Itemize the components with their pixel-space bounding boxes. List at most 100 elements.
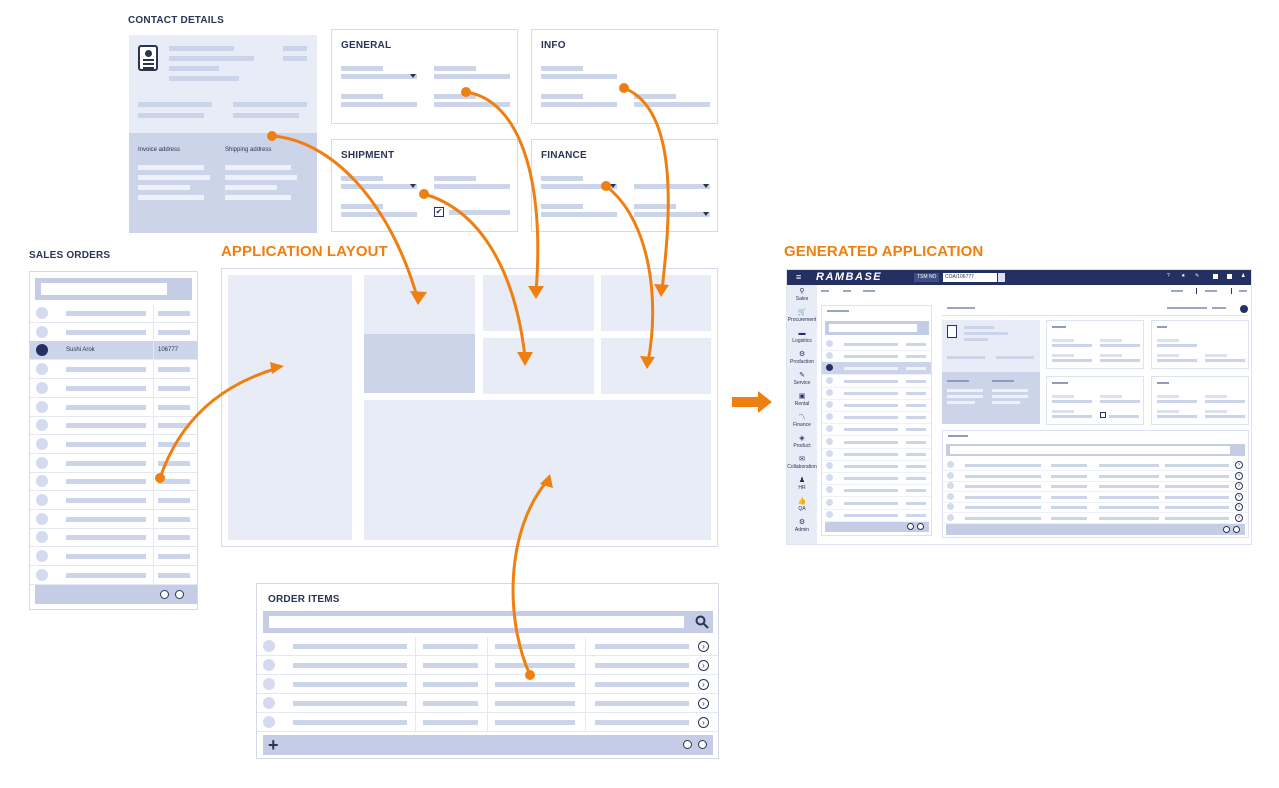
app-list-row[interactable] [822, 375, 931, 388]
app-list-row[interactable] [822, 423, 931, 437]
sidebar-item-collaboration[interactable]: ✉Collaboration [787, 456, 817, 470]
sales-order-row[interactable] [30, 565, 197, 585]
generated-application-title: GENERATED APPLICATION [784, 243, 984, 260]
app-list-row[interactable] [822, 484, 931, 498]
app-order-item-row[interactable]: › [943, 481, 1248, 492]
sidebar-item-product[interactable]: ◈Product [787, 435, 817, 449]
contact-details-card: Invoice address Shipping address [129, 35, 317, 233]
sales-order-row[interactable] [30, 397, 197, 417]
order-item-row[interactable]: › [257, 675, 718, 694]
sidebar-item-label: Logistics [792, 338, 812, 344]
sales-orders-search-input[interactable] [41, 283, 167, 295]
arrow-right-icon [732, 391, 772, 413]
search-icon[interactable] [695, 615, 709, 629]
app-list-row[interactable] [822, 387, 931, 400]
sidebar-item-label: Rental [794, 401, 810, 407]
sales-order-row[interactable] [30, 472, 197, 492]
sidebar-item-rental[interactable]: ▣Rental [787, 393, 817, 407]
sidebar-service-icon: ✎ [799, 372, 805, 379]
info-card: INFO [531, 29, 718, 124]
sidebar-item-qa[interactable]: 👍QA [787, 498, 817, 512]
app-order-item-row[interactable]: › [943, 471, 1248, 482]
sales-order-row[interactable] [30, 322, 197, 342]
app-list-row[interactable] [822, 472, 931, 486]
prev-page-button[interactable] [683, 740, 692, 749]
sidebar-item-sales[interactable]: ⚲Sales [787, 288, 817, 302]
order-items-title: ORDER ITEMS [268, 594, 340, 605]
order-item-row[interactable]: › [257, 656, 718, 675]
order-item-row[interactable]: › [257, 694, 718, 713]
sidebar-product-icon: ◈ [799, 435, 805, 442]
sales-order-row[interactable] [30, 528, 197, 548]
contact-card-icon [138, 45, 158, 71]
menu-icon[interactable]: ≡ [796, 272, 802, 282]
app-list-row[interactable] [822, 362, 931, 376]
sales-orders-title: SALES ORDERS [29, 250, 111, 261]
shipment-title: SHIPMENT [341, 150, 395, 161]
sales-order-row[interactable] [30, 378, 197, 398]
app-list-row[interactable] [822, 497, 931, 510]
finance-title: FINANCE [541, 150, 587, 161]
sidebar-item-service[interactable]: ✎Service [787, 372, 817, 386]
prev-page-button[interactable] [160, 590, 169, 599]
sidebar-item-label: QA [798, 506, 806, 512]
app-order-item-row[interactable]: › [943, 502, 1248, 513]
sales-order-row[interactable] [30, 304, 197, 323]
sales-order-row[interactable] [30, 416, 197, 436]
sidebar-sales-icon: ⚲ [799, 288, 805, 295]
checkbox-icon: ✔ [434, 207, 444, 217]
order-items-card: ORDER ITEMS + › › › › › [256, 583, 719, 759]
app-order-item-row[interactable]: › [943, 460, 1248, 471]
sales-order-row[interactable] [30, 509, 197, 529]
next-page-button[interactable] [698, 740, 707, 749]
sidebar-item-production[interactable]: ⚙Production [787, 351, 817, 365]
application-layout-title: APPLICATION LAYOUT [221, 243, 388, 260]
app-list-row[interactable] [822, 509, 931, 522]
app-order-item-row[interactable]: › [943, 513, 1248, 524]
global-search-input[interactable]: COA/106777 [943, 273, 997, 282]
sidebar-item-procurement[interactable]: 🛒Procurement [787, 309, 817, 323]
sales-order-row[interactable] [30, 547, 197, 567]
sales-order-row[interactable] [30, 491, 197, 510]
chevron-right-icon[interactable]: › [698, 717, 709, 728]
sidebar-item-logistics[interactable]: ▬Logistics [787, 330, 817, 344]
order-item-row[interactable]: › [257, 637, 718, 656]
sidebar-item-admin[interactable]: ⚙Admin [787, 519, 817, 533]
app-list-row[interactable] [822, 399, 931, 412]
invoice-address-label: Invoice address [138, 147, 181, 153]
sidebar-qa-icon: 👍 [797, 498, 807, 505]
sidebar-item-label: Finance [793, 422, 811, 428]
sidebar-item-hr[interactable]: ♟HR [787, 477, 817, 491]
sales-order-row[interactable] [30, 453, 197, 473]
add-icon[interactable]: + [268, 735, 279, 755]
app-list-row[interactable] [822, 338, 931, 351]
sidebar-hr-icon: ♟ [798, 477, 806, 484]
sales-order-row[interactable] [30, 360, 197, 380]
sidebar-item-label: Procurement [787, 317, 817, 323]
chevron-right-icon[interactable]: › [698, 698, 709, 709]
sidebar-item-label: Admin [794, 527, 810, 533]
sidebar-collaboration-icon: ✉ [799, 456, 805, 463]
app-order-item-row[interactable]: › [943, 492, 1248, 503]
app-list-row[interactable] [822, 448, 931, 461]
sales-order-customer: Sushi Arok [66, 347, 95, 354]
chevron-right-icon[interactable]: › [698, 679, 709, 690]
order-item-row[interactable]: › [257, 713, 718, 732]
company-select[interactable]: TSM NO [914, 273, 940, 282]
general-card: GENERAL [331, 29, 518, 124]
next-page-button[interactable] [175, 590, 184, 599]
app-list-row[interactable] [822, 460, 931, 473]
sidebar-item-finance[interactable]: 〽Finance [787, 414, 817, 428]
order-items-search-input[interactable] [269, 616, 684, 628]
chevron-right-icon[interactable]: › [698, 641, 709, 652]
app-list-row[interactable] [822, 411, 931, 425]
sidebar-rental-icon: ▣ [798, 393, 806, 400]
shipping-address-label: Shipping address [225, 147, 272, 153]
app-list-row[interactable] [822, 436, 931, 449]
generated-application: ≡ RAMBASE TSM NO COA/106777 ? ★ ✎ ♟ ⚲Sal… [786, 269, 1252, 545]
chevron-right-icon[interactable]: › [698, 660, 709, 671]
sidebar-finance-icon: 〽 [798, 414, 806, 421]
app-sidebar: ⚲Sales 🛒Procurement ▬Logistics ⚙Production ✎… [787, 285, 817, 544]
